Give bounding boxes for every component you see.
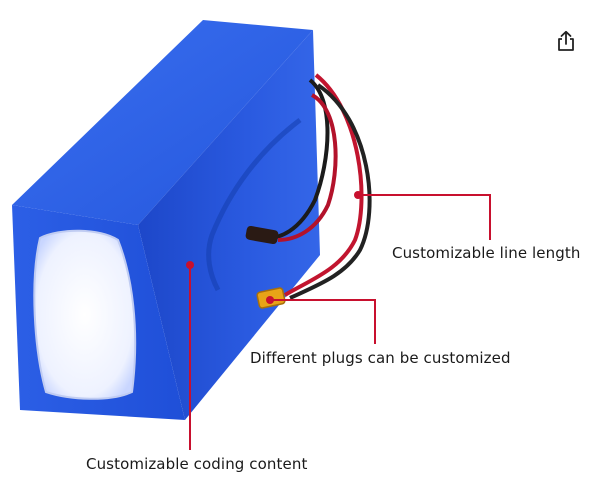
internal-cable: [206, 118, 302, 292]
callout-line-line-length: [358, 194, 491, 240]
wire-red: [277, 93, 338, 242]
callout-dot-coding: [186, 261, 194, 269]
callout-coding-label: Customizable coding content: [86, 455, 308, 473]
share-icon: [558, 30, 574, 51]
battery-top-face: [12, 20, 313, 225]
wire-black-long: [289, 83, 372, 300]
callout-line-plugs: [270, 299, 376, 344]
callout-dot-plugs: [266, 296, 274, 304]
callout-line-length-label: Customizable line length: [392, 244, 581, 262]
battery-side-face: [138, 30, 320, 420]
upper-connector: [245, 225, 279, 245]
battery-end-cap: [33, 229, 137, 400]
callout-plugs-label: Different plugs can be customized: [250, 349, 511, 367]
callout-dot-line-length: [354, 191, 362, 199]
share-button[interactable]: [553, 28, 579, 54]
